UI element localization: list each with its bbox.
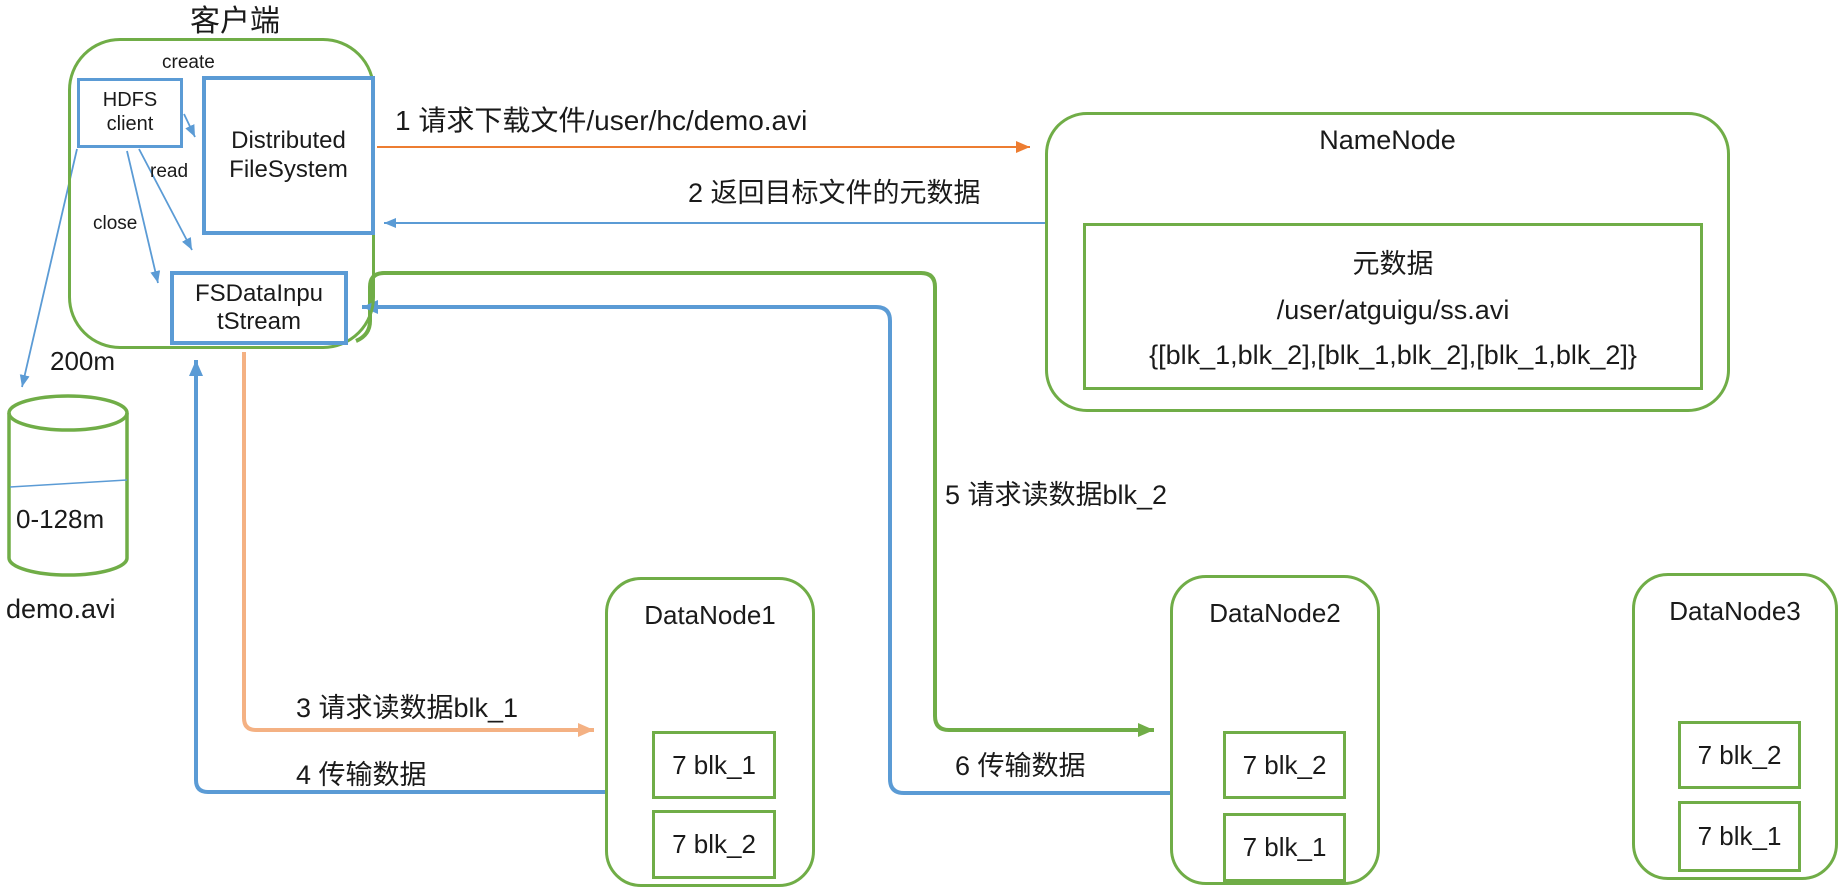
metadata-block-map: {[blk_1,blk_2],[blk_1,blk_2],[blk_1,blk_… bbox=[1149, 340, 1637, 370]
datanode2-title: DataNode2 bbox=[1209, 598, 1341, 628]
hdfs-client-label: HDFS client bbox=[102, 89, 158, 135]
metadata-title: 元数据 bbox=[1352, 249, 1434, 279]
file-cylinder-icon bbox=[7, 394, 129, 577]
namenode-title: NameNode bbox=[1319, 125, 1456, 155]
step6-arrow bbox=[362, 300, 1170, 795]
namenode-box: NameNode bbox=[1045, 112, 1730, 412]
file-range-label: 0-128m bbox=[16, 504, 105, 534]
create-arrow bbox=[183, 113, 196, 138]
block-label: 7 blk_2 bbox=[1242, 749, 1327, 780]
client-to-file-arrow bbox=[19, 148, 78, 388]
read-arrow bbox=[138, 148, 193, 251]
read-label: read bbox=[150, 161, 189, 182]
fsdatainputstream-label: FSDataInpu tStream bbox=[194, 279, 324, 335]
step4-arrow bbox=[189, 360, 605, 794]
datanode2-block-2: 7 blk_1 bbox=[1223, 813, 1346, 882]
close-arrow bbox=[126, 150, 161, 284]
distributed-filesystem-box: Distributed FileSystem bbox=[202, 76, 375, 235]
create-label: create bbox=[162, 52, 215, 73]
file-size-label: 200m bbox=[50, 346, 116, 376]
step5-arrow bbox=[355, 271, 1154, 737]
datanode1-box: DataNode1 7 blk_1 7 blk_2 bbox=[605, 577, 815, 887]
close-label: close bbox=[93, 213, 138, 234]
datanode1-title: DataNode1 bbox=[644, 600, 776, 630]
step2-label: 2 返回目标文件的元数据 bbox=[688, 178, 981, 208]
block-label: 7 blk_1 bbox=[1697, 821, 1782, 851]
datanode3-block-1: 7 blk_2 bbox=[1678, 721, 1801, 789]
block-label: 7 blk_2 bbox=[1697, 739, 1782, 770]
step1-label: 1 请求下载文件/user/hc/demo.avi bbox=[395, 105, 808, 136]
datanode3-box: DataNode3 7 blk_2 7 blk_1 bbox=[1632, 573, 1838, 880]
datanode1-block-2: 7 blk_2 bbox=[652, 810, 776, 879]
datanode1-block-1: 7 blk_1 bbox=[652, 731, 776, 799]
block-label: 7 blk_1 bbox=[1242, 832, 1327, 862]
file-name-label: demo.avi bbox=[6, 594, 116, 624]
fsdatainputstream-box: FSDataInpu tStream bbox=[170, 271, 348, 345]
datanode2-box: DataNode2 7 blk_2 7 blk_1 bbox=[1170, 575, 1380, 885]
hdfs-client-box: HDFS client bbox=[77, 78, 183, 148]
client-title: 客户端 bbox=[190, 5, 280, 38]
metadata-file-path: /user/atguigu/ss.avi bbox=[1276, 295, 1510, 325]
datanode3-title: DataNode3 bbox=[1669, 596, 1801, 626]
block-label: 7 blk_1 bbox=[672, 749, 756, 780]
step5-label: 5 请求读数据blk_2 bbox=[945, 480, 1168, 510]
step3-arrow bbox=[242, 352, 594, 737]
metadata-box: 元数据 /user/atguigu/ss.avi {[blk_1,blk_2],… bbox=[1083, 223, 1703, 390]
step4-label: 4 传输数据 bbox=[296, 760, 427, 790]
step6-label: 6 传输数据 bbox=[955, 751, 1086, 781]
block-label: 7 blk_2 bbox=[672, 829, 756, 859]
cylinder-split-line bbox=[9, 479, 128, 488]
distributed-filesystem-label: Distributed FileSystem bbox=[229, 127, 348, 183]
step3-label: 3 请求读数据blk_1 bbox=[296, 693, 519, 723]
datanode2-block-1: 7 blk_2 bbox=[1223, 731, 1346, 799]
datanode3-block-2: 7 blk_1 bbox=[1678, 801, 1801, 872]
